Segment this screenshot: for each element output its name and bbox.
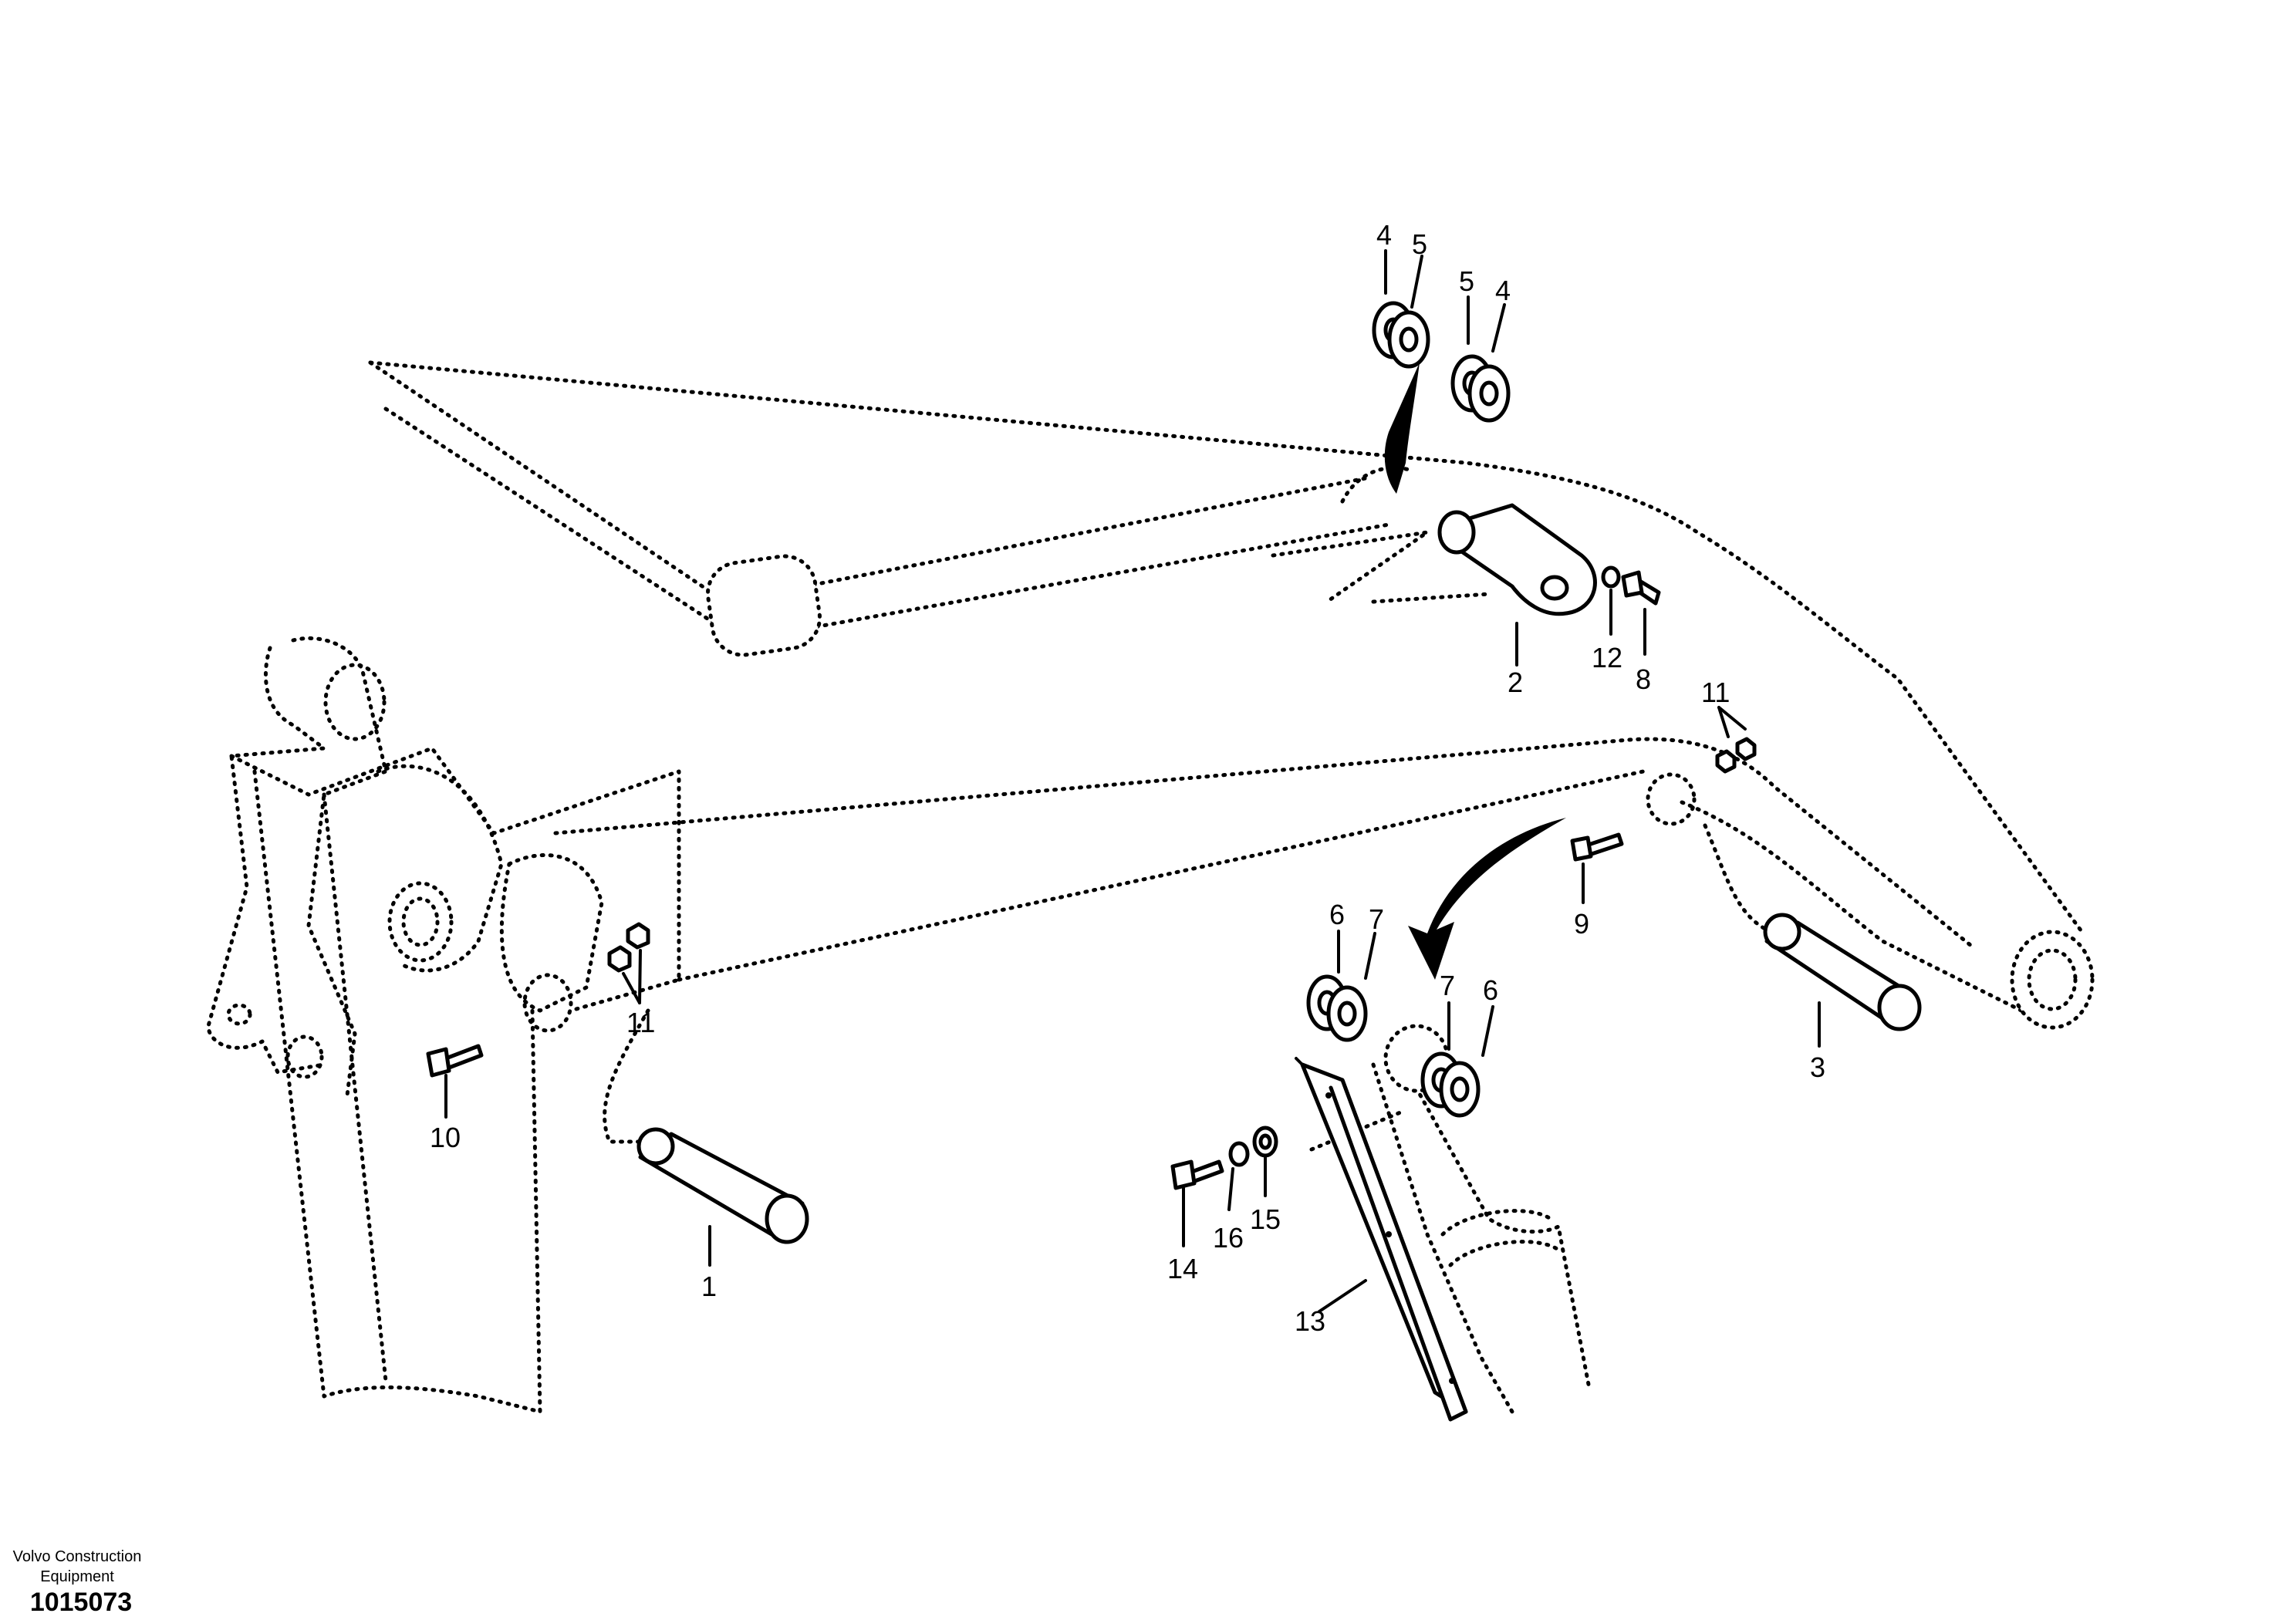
mount-bracket-outline [206, 636, 681, 1414]
part-5-4-washer-pair-right [1450, 354, 1511, 423]
part-6-7-washer-pair-left [1306, 974, 1368, 1042]
callout-13: 13 [1295, 1305, 1325, 1337]
part-11-nuts-left [607, 922, 650, 973]
manufacturer-label: Volvo Construction Equipment [0, 1547, 154, 1587]
part-1-pin [636, 1127, 809, 1244]
callout-1: 1 [701, 1271, 717, 1302]
manufacturer-line-1: Volvo Construction [12, 1548, 142, 1565]
callout-15: 15 [1250, 1203, 1281, 1235]
part-14-bolt [1170, 1159, 1224, 1190]
document-number: 1015073 [29, 1588, 133, 1617]
callout-9: 9 [1574, 908, 1589, 940]
part-8-bolt [1621, 570, 1661, 606]
part-3-pin [1763, 913, 1922, 1031]
part-4-5-washer-pair-left [1372, 301, 1430, 369]
callout-7-right: 7 [1440, 970, 1455, 1001]
callout-5-top-right: 5 [1459, 265, 1474, 297]
callout-8: 8 [1636, 663, 1651, 695]
callout-4-top-left: 4 [1376, 219, 1392, 251]
part-16-washer [1228, 1141, 1250, 1167]
part-15-washer [1252, 1126, 1278, 1158]
callout-3: 3 [1810, 1051, 1825, 1083]
callout-6-right: 6 [1483, 974, 1498, 1006]
assembly-arrow-middle [1408, 818, 1566, 980]
part-10-bolt [426, 1044, 484, 1078]
manufacturer-line-2: Equipment [40, 1568, 114, 1585]
part-7-6-washer-pair-right [1420, 1051, 1481, 1118]
callout-11-right: 11 [1701, 677, 1730, 708]
cylinder-outline [368, 360, 1491, 657]
assembly-leaders [603, 823, 1777, 1152]
callout-6-left: 6 [1329, 899, 1345, 930]
part-9-bolt [1570, 832, 1624, 862]
part-11-nuts-right [1715, 737, 1757, 774]
callout-4-top-right: 4 [1495, 275, 1511, 306]
callout-2: 2 [1508, 667, 1523, 698]
callout-11-left: 11 [626, 1007, 655, 1038]
callout-14: 14 [1167, 1253, 1198, 1284]
callout-leaders [444, 249, 1821, 1313]
assembly-arrow-top [1384, 363, 1420, 494]
callout-5-top-left: 5 [1412, 228, 1427, 260]
part-13-bracket [1295, 1057, 1468, 1422]
part-12-washer [1601, 565, 1621, 589]
callout-10: 10 [430, 1122, 461, 1153]
callout-16: 16 [1213, 1222, 1244, 1254]
callout-12: 12 [1592, 642, 1622, 673]
callout-7-left: 7 [1369, 903, 1384, 935]
boom-outline [368, 360, 2095, 1030]
callout-labels: 4 5 5 4 2 12 8 11 9 3 6 7 7 6 11 10 1 15… [430, 219, 1825, 1337]
part-2-pin-with-plate [1437, 503, 1597, 616]
